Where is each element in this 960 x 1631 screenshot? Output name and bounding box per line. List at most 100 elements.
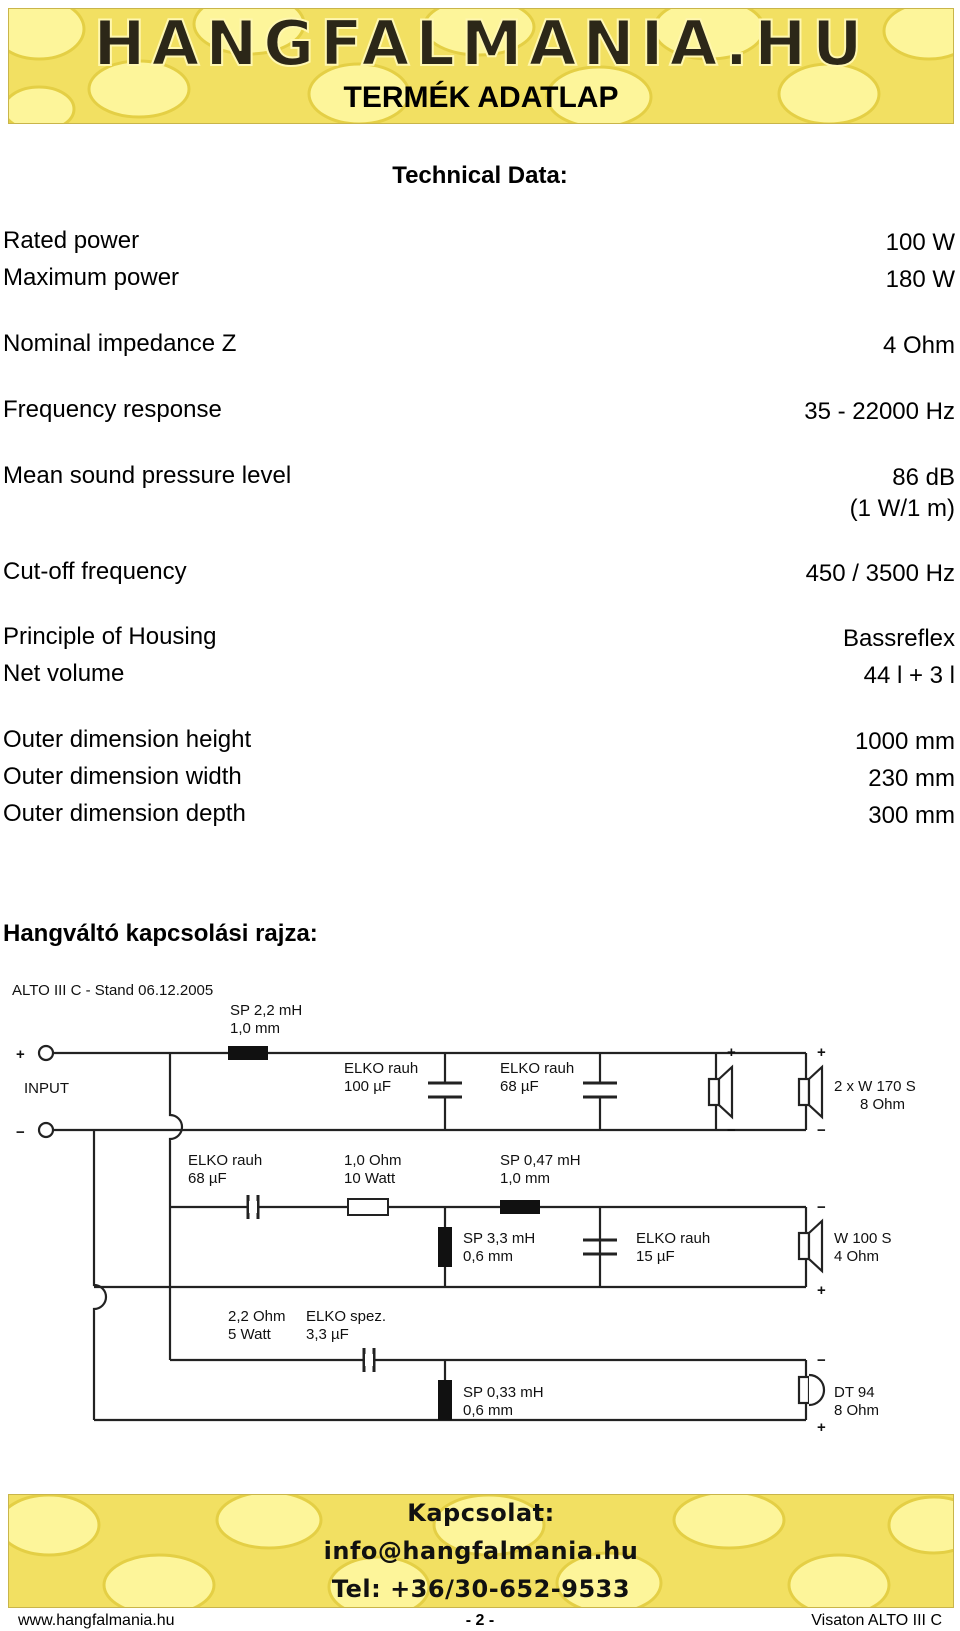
header-banner: HANGFALMANIA.HU TERMÉK ADATLAP [8, 8, 954, 124]
svg-text:100 µF: 100 µF [344, 1078, 391, 1095]
spec-label: Cut-off frequency [3, 558, 187, 585]
footer-website-link[interactable]: www.hangfalmania.hu [18, 1612, 175, 1629]
spec-row: Cut-off frequency 450 / 3500 Hz [3, 558, 955, 588]
circuit-heading: Hangváltó kapcsolási rajza: [3, 920, 318, 947]
spec-label: Principle of Housing [3, 623, 217, 650]
svg-text:SP 0,47 mH: SP 0,47 mH [500, 1152, 581, 1169]
svg-text:3,3 µF: 3,3 µF [306, 1326, 349, 1343]
svg-text:−: − [727, 1122, 736, 1139]
svg-text:INPUT: INPUT [24, 1080, 69, 1097]
spec-value: 1000 mm [854, 728, 955, 755]
inductor-sp22 [228, 1046, 268, 1060]
technical-data-title: Technical Data: [392, 162, 568, 189]
tweeter-symbol [797, 1375, 811, 1405]
woofer-symbol-1 [707, 1077, 721, 1107]
spec-row: Frequency response 35 - 22000 Hz [3, 396, 955, 426]
input-minus-terminal [37, 1121, 55, 1139]
spec-value-condition: (1 W/1 m) [849, 495, 955, 522]
svg-text:ELKO rauh: ELKO rauh [500, 1060, 574, 1077]
svg-text:8 Ohm: 8 Ohm [860, 1096, 905, 1113]
svg-text:5 Watt: 5 Watt [228, 1326, 272, 1343]
inductor-sp047 [500, 1200, 540, 1214]
spec-value: 100 W [885, 229, 955, 256]
svg-text:+: + [727, 1044, 736, 1061]
contact-banner: Kapcsolat: info@hangfalmania.hu Tel: +36… [8, 1494, 954, 1608]
svg-text:SP 0,33 mH: SP 0,33 mH [463, 1384, 544, 1401]
svg-text:2,2 Ohm: 2,2 Ohm [228, 1308, 286, 1325]
spec-value: 44 l + 3 l [863, 662, 955, 689]
woofer-symbol-2 [797, 1077, 811, 1107]
spec-row: Outer dimension height 1000 mm [3, 726, 955, 756]
page-number: - 2 - [465, 1612, 495, 1629]
svg-text:DT 94: DT 94 [834, 1384, 875, 1401]
spec-label: Outer dimension width [3, 763, 242, 790]
crossover-schematic: + − + − − + − + + − ALTO III C - Stand 0… [12, 982, 916, 1436]
honeycomb-background [9, 1495, 953, 1607]
spec-label: Frequency response [3, 396, 222, 423]
svg-text:−: − [817, 1199, 826, 1216]
svg-text:68 µF: 68 µF [188, 1170, 227, 1187]
spec-label: Outer dimension depth [3, 800, 246, 827]
svg-text:+: + [817, 1419, 826, 1436]
spec-value: 180 W [885, 266, 955, 293]
spec-row: Outer dimension width 230 mm [3, 763, 955, 793]
schematic-title: ALTO III C - Stand 06.12.2005 [12, 982, 213, 999]
spec-label: Mean sound pressure level [3, 462, 292, 489]
svg-text:ELKO rauh: ELKO rauh [636, 1230, 710, 1247]
svg-text:SP 2,2 mH: SP 2,2 mH [230, 1002, 302, 1019]
svg-text:10 Watt: 10 Watt [344, 1170, 396, 1187]
svg-text:1,0 mm: 1,0 mm [500, 1170, 550, 1187]
input-plus-terminal [37, 1044, 55, 1062]
spec-label: Rated power [3, 227, 140, 254]
svg-text:0,6 mm: 0,6 mm [463, 1402, 513, 1419]
spec-value: 35 - 22000 Hz [804, 398, 955, 425]
svg-text:+: + [817, 1044, 826, 1061]
spec-value: 230 mm [868, 765, 955, 792]
footer-product: Visaton ALTO III C [811, 1612, 942, 1629]
inductor-sp033 [438, 1380, 452, 1420]
spec-label: Outer dimension height [3, 726, 252, 753]
svg-text:W 100 S: W 100 S [834, 1230, 892, 1247]
svg-text:1,0 mm: 1,0 mm [230, 1020, 280, 1037]
svg-text:ELKO rauh: ELKO rauh [188, 1152, 262, 1169]
svg-text:4 Ohm: 4 Ohm [834, 1248, 879, 1265]
svg-text:+: + [16, 1046, 25, 1063]
contact-email-link[interactable]: info@hangfalmania.hu [323, 1537, 639, 1565]
spec-value: 4 Ohm [882, 332, 955, 359]
svg-text:−: − [817, 1352, 826, 1369]
spec-value: 86 dB [892, 464, 955, 491]
spec-row: Principle of Housing Bassreflex [3, 623, 955, 653]
svg-text:ELKO spez.: ELKO spez. [306, 1308, 386, 1325]
svg-text:ELKO rauh: ELKO rauh [344, 1060, 418, 1077]
contact-phone: Tel: +36/30-652-9533 [331, 1575, 631, 1603]
resistor-1ohm [347, 1198, 389, 1216]
inductor-sp33 [438, 1227, 452, 1267]
svg-text:1,0 Ohm: 1,0 Ohm [344, 1152, 402, 1169]
spec-label: Maximum power [3, 264, 180, 291]
svg-text:−: − [817, 1122, 826, 1139]
svg-text:15 µF: 15 µF [636, 1248, 675, 1265]
svg-text:0,6 mm: 0,6 mm [463, 1248, 513, 1265]
spec-value: 450 / 3500 Hz [805, 560, 955, 587]
spec-row: Nominal impedance Z 4 Ohm [3, 330, 955, 360]
svg-text:SP 3,3 mH: SP 3,3 mH [463, 1230, 535, 1247]
svg-text:+: + [817, 1282, 826, 1299]
spec-row: Mean sound pressure level 86 dB (1 W/1 m… [3, 462, 955, 526]
midrange-symbol [797, 1231, 811, 1261]
spec-value: Bassreflex [842, 625, 955, 652]
svg-text:2 x W 170 S: 2 x W 170 S [834, 1078, 916, 1095]
honeycomb-background [9, 9, 953, 123]
svg-text:8 Ohm: 8 Ohm [834, 1402, 879, 1419]
spec-row: Net volume 44 l + 3 l [3, 660, 955, 690]
spec-label: Net volume [3, 660, 125, 687]
svg-text:68 µF: 68 µF [500, 1078, 539, 1095]
svg-text:−: − [16, 1124, 25, 1141]
site-logo: HANGFALMANIA.HU [93, 9, 869, 79]
spec-label: Nominal impedance Z [3, 330, 237, 357]
spec-row: Rated power 100 W [3, 227, 955, 257]
spec-row: Outer dimension depth 300 mm [3, 800, 955, 830]
spec-row: Maximum power 180 W [3, 264, 955, 294]
svg-text:HANGFALMANIA.HU: HANGFALMANIA.HU [94, 9, 869, 79]
contact-heading: Kapcsolat: [407, 1499, 555, 1527]
spec-value: 300 mm [868, 802, 955, 829]
